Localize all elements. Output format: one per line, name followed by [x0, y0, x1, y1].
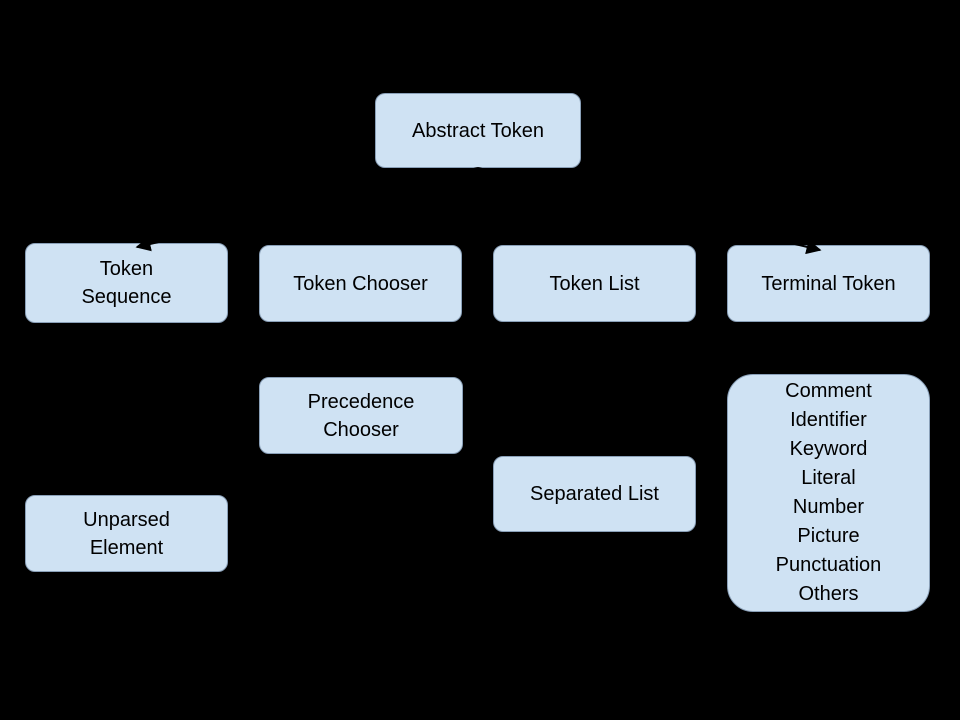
node-precedence-chooser-label: Precedence Chooser: [307, 390, 415, 441]
node-separated-list: Separated List: [493, 456, 696, 532]
node-separated-list-label: Separated List: [530, 483, 659, 505]
node-unparsed-element: Unparsed Element: [25, 495, 228, 572]
edge-abstract-token-to-token-list: [477, 167, 597, 244]
node-token-sequence-label: Token Sequence: [81, 258, 172, 308]
node-token-list-label: Token List: [549, 272, 640, 295]
node-terminal-token: Terminal Token: [727, 245, 930, 322]
node-terminal-token-label: Terminal Token: [761, 272, 896, 295]
node-terminal-kinds: Comment Identifier Keyword Literal Numbe…: [727, 374, 930, 612]
edge-abstract-token-to-token-sequence: [135, 167, 479, 252]
node-token-chooser-label: Token Chooser: [293, 272, 428, 295]
node-token-chooser: Token Chooser: [259, 245, 462, 322]
node-precedence-chooser: Precedence Chooser: [259, 377, 463, 454]
node-abstract-token-label: Abstract Token: [412, 119, 544, 142]
node-token-sequence: Token Sequence: [25, 243, 228, 323]
node-terminal-kinds-label: Comment Identifier Keyword Literal Numbe…: [775, 380, 882, 605]
edge-abstract-token-to-terminal-token: [477, 167, 822, 255]
node-abstract-token: Abstract Token: [375, 93, 581, 168]
edge-abstract-token-to-token-chooser: [359, 167, 479, 244]
node-token-list: Token List: [493, 245, 696, 322]
node-unparsed-element-label: Unparsed Element: [83, 508, 170, 559]
